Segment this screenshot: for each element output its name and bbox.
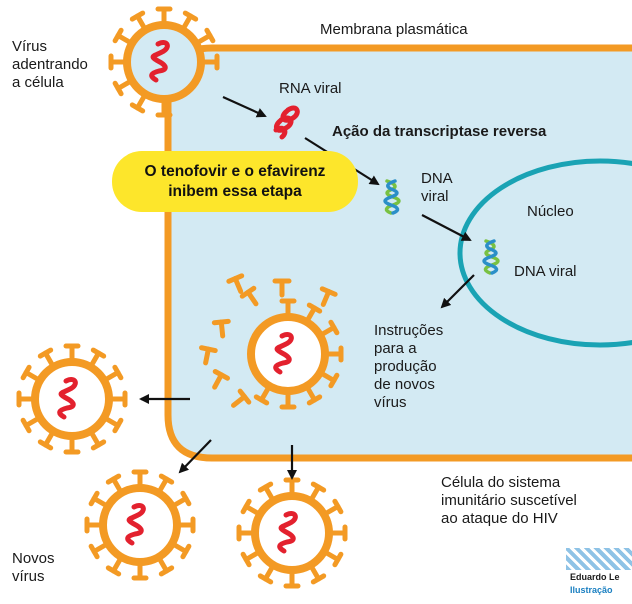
inhibitor-line-2: inibem essa etapa: [168, 182, 302, 200]
label-rna: RNA viral: [279, 80, 342, 97]
label-virus-entering-1: Vírus: [12, 38, 48, 55]
inhibitor-line-1: O tenofovir e o efavirenz: [144, 162, 326, 180]
nucleus: [457, 158, 632, 348]
label-dna-nucleus: DNA viral: [514, 263, 577, 280]
virus-entering: [108, 6, 220, 118]
credit-name: Eduardo Le: [570, 572, 620, 582]
loose-capsid-proteins: [199, 273, 338, 408]
label-instructions-3: produção: [374, 358, 437, 375]
new-virus-bottom: [236, 477, 348, 589]
label-nucleus: Núcleo: [527, 203, 574, 220]
label-virus-entering-3: a célula: [12, 74, 64, 91]
viral-dna-cytoplasm: [383, 179, 401, 215]
capsid-fragment: [272, 278, 292, 298]
label-new-viruses-1: Novos: [12, 550, 55, 567]
label-new-viruses-2: vírus: [12, 568, 45, 585]
label-reverse-transcriptase: Ação da transcriptase reversa: [332, 123, 547, 140]
label-dna-cytoplasm-2: viral: [421, 188, 449, 205]
new-virus-bottom-left: [84, 469, 196, 581]
label-instructions-4: de novos: [374, 376, 435, 393]
capsid-fragment: [211, 318, 231, 339]
virus-assembling: [247, 298, 344, 410]
label-cell-2: imunitário suscetível: [441, 492, 577, 509]
arrow-release-down-left: [178, 439, 212, 474]
label-cell-1: Célula do sistema: [441, 474, 561, 491]
new-virus-left: [16, 343, 128, 455]
capsid-fragment: [239, 285, 259, 307]
arrow-nucleus-to-instructions: [440, 274, 475, 309]
credit-logo: Ilustração: [570, 585, 613, 595]
label-cell-3: ao ataque do HIV: [441, 510, 558, 527]
label-virus-entering-2: adentrando: [12, 56, 88, 73]
label-instructions-1: Instruções: [374, 322, 444, 339]
credit-pattern: [566, 548, 632, 570]
viral-rna-strand: [273, 105, 300, 140]
flow-arrows: [139, 95, 475, 480]
viral-dna-nucleus: [482, 239, 500, 275]
capsid-fragment: [212, 369, 230, 390]
capsid-fragment: [199, 345, 218, 366]
capsid-fragment: [231, 388, 252, 408]
capsid-fragment: [226, 273, 245, 294]
illustrator-credit: Eduardo Le Ilustração: [566, 548, 632, 604]
label-instructions-5: vírus: [374, 394, 407, 411]
arrow-entry-to-rna: [222, 95, 267, 118]
label-instructions-2: para a: [374, 340, 417, 357]
capsid-fragment: [319, 286, 338, 307]
inhibitor-callout: O tenofovir e o efavirenz inibem essa et…: [112, 151, 358, 212]
label-membrane: Membrana plasmática: [320, 21, 468, 38]
label-dna-cytoplasm-1: DNA: [421, 170, 453, 187]
arrow-dna-to-nucleus: [421, 214, 472, 241]
